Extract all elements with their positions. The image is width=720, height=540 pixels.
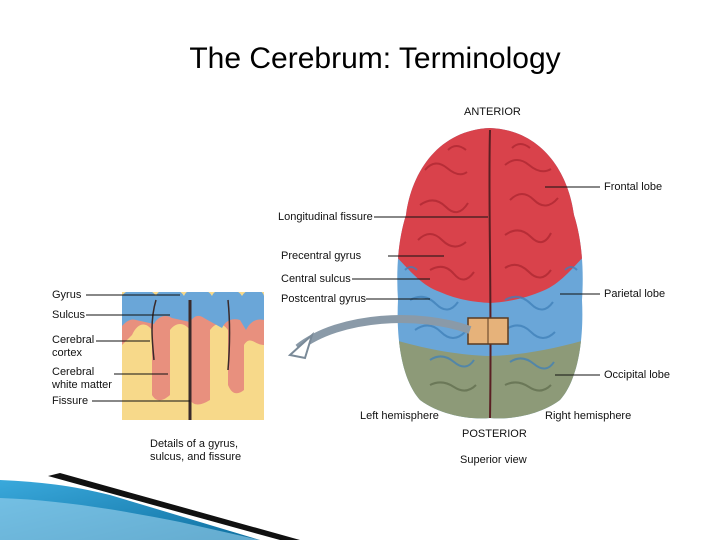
label-left-hemisphere: Left hemisphere <box>360 410 439 422</box>
label-longitudinal-fissure: Longitudinal fissure <box>278 211 373 223</box>
label-right-hemisphere: Right hemisphere <box>545 410 632 422</box>
page-title: The Cerebrum: Terminology <box>189 42 561 75</box>
label-precentral-gyrus: Precentral gyrus <box>281 250 362 262</box>
detail-caption: Details of a gyrus, sulcus, and fissure <box>150 438 242 463</box>
label-parietal-lobe: Parietal lobe <box>604 288 666 300</box>
label-posterior: POSTERIOR <box>462 428 527 440</box>
slide-banner-decoration <box>0 473 300 540</box>
label-fissure: Fissure <box>52 395 89 407</box>
label-anterior: ANTERIOR <box>464 106 521 118</box>
label-central-sulcus: Central sulcus <box>281 273 351 285</box>
arrow-shaft <box>295 315 472 352</box>
label-occipital-lobe: Occipital lobe <box>604 369 671 381</box>
longitudinal-fissure-line <box>488 129 492 419</box>
label-sulcus: Sulcus <box>52 309 86 321</box>
gyrus-detail-block <box>122 292 264 420</box>
label-frontal-lobe: Frontal lobe <box>604 181 663 193</box>
label-gyrus: Gyrus <box>52 289 82 301</box>
arrow-head <box>287 331 315 360</box>
label-cerebral-white-matter: Cerebral white matter <box>52 366 112 391</box>
label-postcentral-gyrus: Postcentral gyrus <box>281 293 366 305</box>
label-cerebral-cortex: Cerebral cortex <box>52 334 95 359</box>
label-superior-view: Superior view <box>460 454 527 466</box>
